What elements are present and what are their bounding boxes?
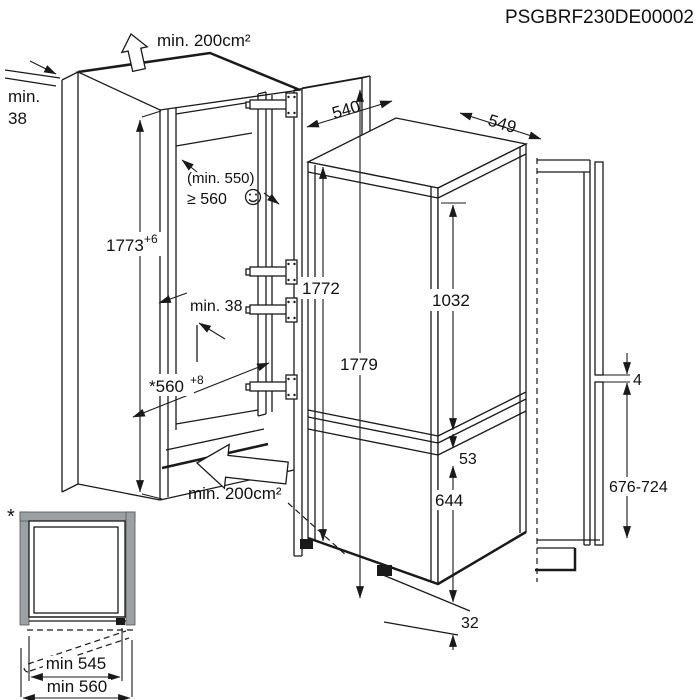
niche-top-edge [77,51,301,92]
lower-panel-range-label: 676-724 [609,479,668,496]
door-hinge-icon [245,92,298,118]
niche-left-stile [159,107,177,500]
niche-vent-top-label: min. 200cm² [157,31,251,50]
airflow-arrow-up-icon [120,32,149,73]
panel-gap-label: 4 [633,372,642,389]
bottom-panel [537,539,600,549]
inset-outer-width-label: min 560 [47,677,107,696]
smiley-face-icon [244,188,262,206]
appliance-drawing [300,117,528,636]
niche-width-value: *560 [149,377,184,396]
appliance-bottom-edge [307,530,527,586]
top-view-inset [19,511,136,700]
door-hinge-icon [245,259,298,285]
inset-inner-width-label: min 545 [46,654,106,673]
label-bg [44,679,111,694]
label-bg [103,232,165,256]
niche-height-value: 1773 [106,236,144,255]
plinth-height-label: 32 [461,615,479,632]
wall-clearance-label-1: min. [8,87,40,106]
inset-niche-interior [28,520,126,618]
floor-reference-lines [382,574,471,636]
hinges [245,92,298,400]
inset-appliance-outline [33,526,119,614]
niche-opening-top [175,100,259,147]
inset-right-wall [125,511,136,626]
niche-depth-req: ≥ 560 [187,191,227,208]
door-hinge-icon [245,297,298,323]
niche-depth-note: (min. 550) [187,170,255,187]
label-bg [337,353,385,375]
appliance-height-label: 1772 [302,279,340,298]
label-bg [43,656,109,672]
appliance-foot-right [377,565,392,576]
appliance-dimensions [306,89,542,650]
appliance-door-split [307,391,527,456]
wall-clearance-arrow [29,60,57,75]
label-bg [146,374,194,396]
inset-left-wall [19,511,30,626]
depth-arrow-upper [181,159,198,173]
lower-door-label: 644 [435,491,463,510]
upper-door-label: 1032 [432,291,470,310]
inset-appliance-front [29,616,126,622]
clearance-arrow-b [198,322,226,340]
side-view-dimensions [597,353,632,539]
inset-door-swing-dashed [27,630,130,672]
inset-top-wall [19,511,136,522]
wall-clearance-label-2: 38 [8,109,27,128]
top-panel [537,159,591,173]
appliance-door-edges [307,147,527,581]
vent-bottom-leader [287,502,348,557]
lower-door-panel [594,381,604,546]
width-540-dim [306,100,393,128]
side-section-view [535,158,604,582]
label-bg [606,477,674,496]
label-bg [432,490,475,510]
door-panel-height-label: 1779 [340,355,378,374]
niche-inner-clearance: min. 38 [190,298,243,315]
label-bg [429,289,477,311]
label-bg [299,277,347,299]
depth-arrow-lower [263,192,280,205]
niche-vent-bottom-label: min. 200cm² [188,484,282,503]
gap-ext-lines [597,374,630,383]
niche-width-dim-line [132,362,270,418]
appliance-side-face [437,142,527,586]
niche-hinge-rail [257,91,273,417]
appliance-foot-left [300,539,313,549]
document-code: PSGBRF230DE00002 [505,7,694,28]
appliance-depth-label: 549 [486,111,519,137]
inset-footnote-mark: * [7,506,15,528]
clearance-arrow-a [158,292,188,304]
inset-ext-lines [20,628,133,697]
depth-549-dim [459,112,542,140]
inset-hinge-mark [116,618,125,625]
wall-edge-lines [4,69,61,87]
upper-door-panel [594,161,604,376]
niche-dimensions [132,110,348,557]
appliance-side-line [583,172,591,546]
niche-width-tolerance: +8 [190,373,204,387]
niche-height-ext [141,110,163,500]
niche-left-panel [61,71,161,501]
niche-height-tolerance: +6 [144,232,158,246]
panel-overlap-label: 53 [459,451,477,468]
plinth-recess [535,548,577,572]
inset-swing-arc [23,667,31,673]
airflow-arrow-front-icon [195,443,289,490]
appliance-width-label: 540 [330,97,363,123]
